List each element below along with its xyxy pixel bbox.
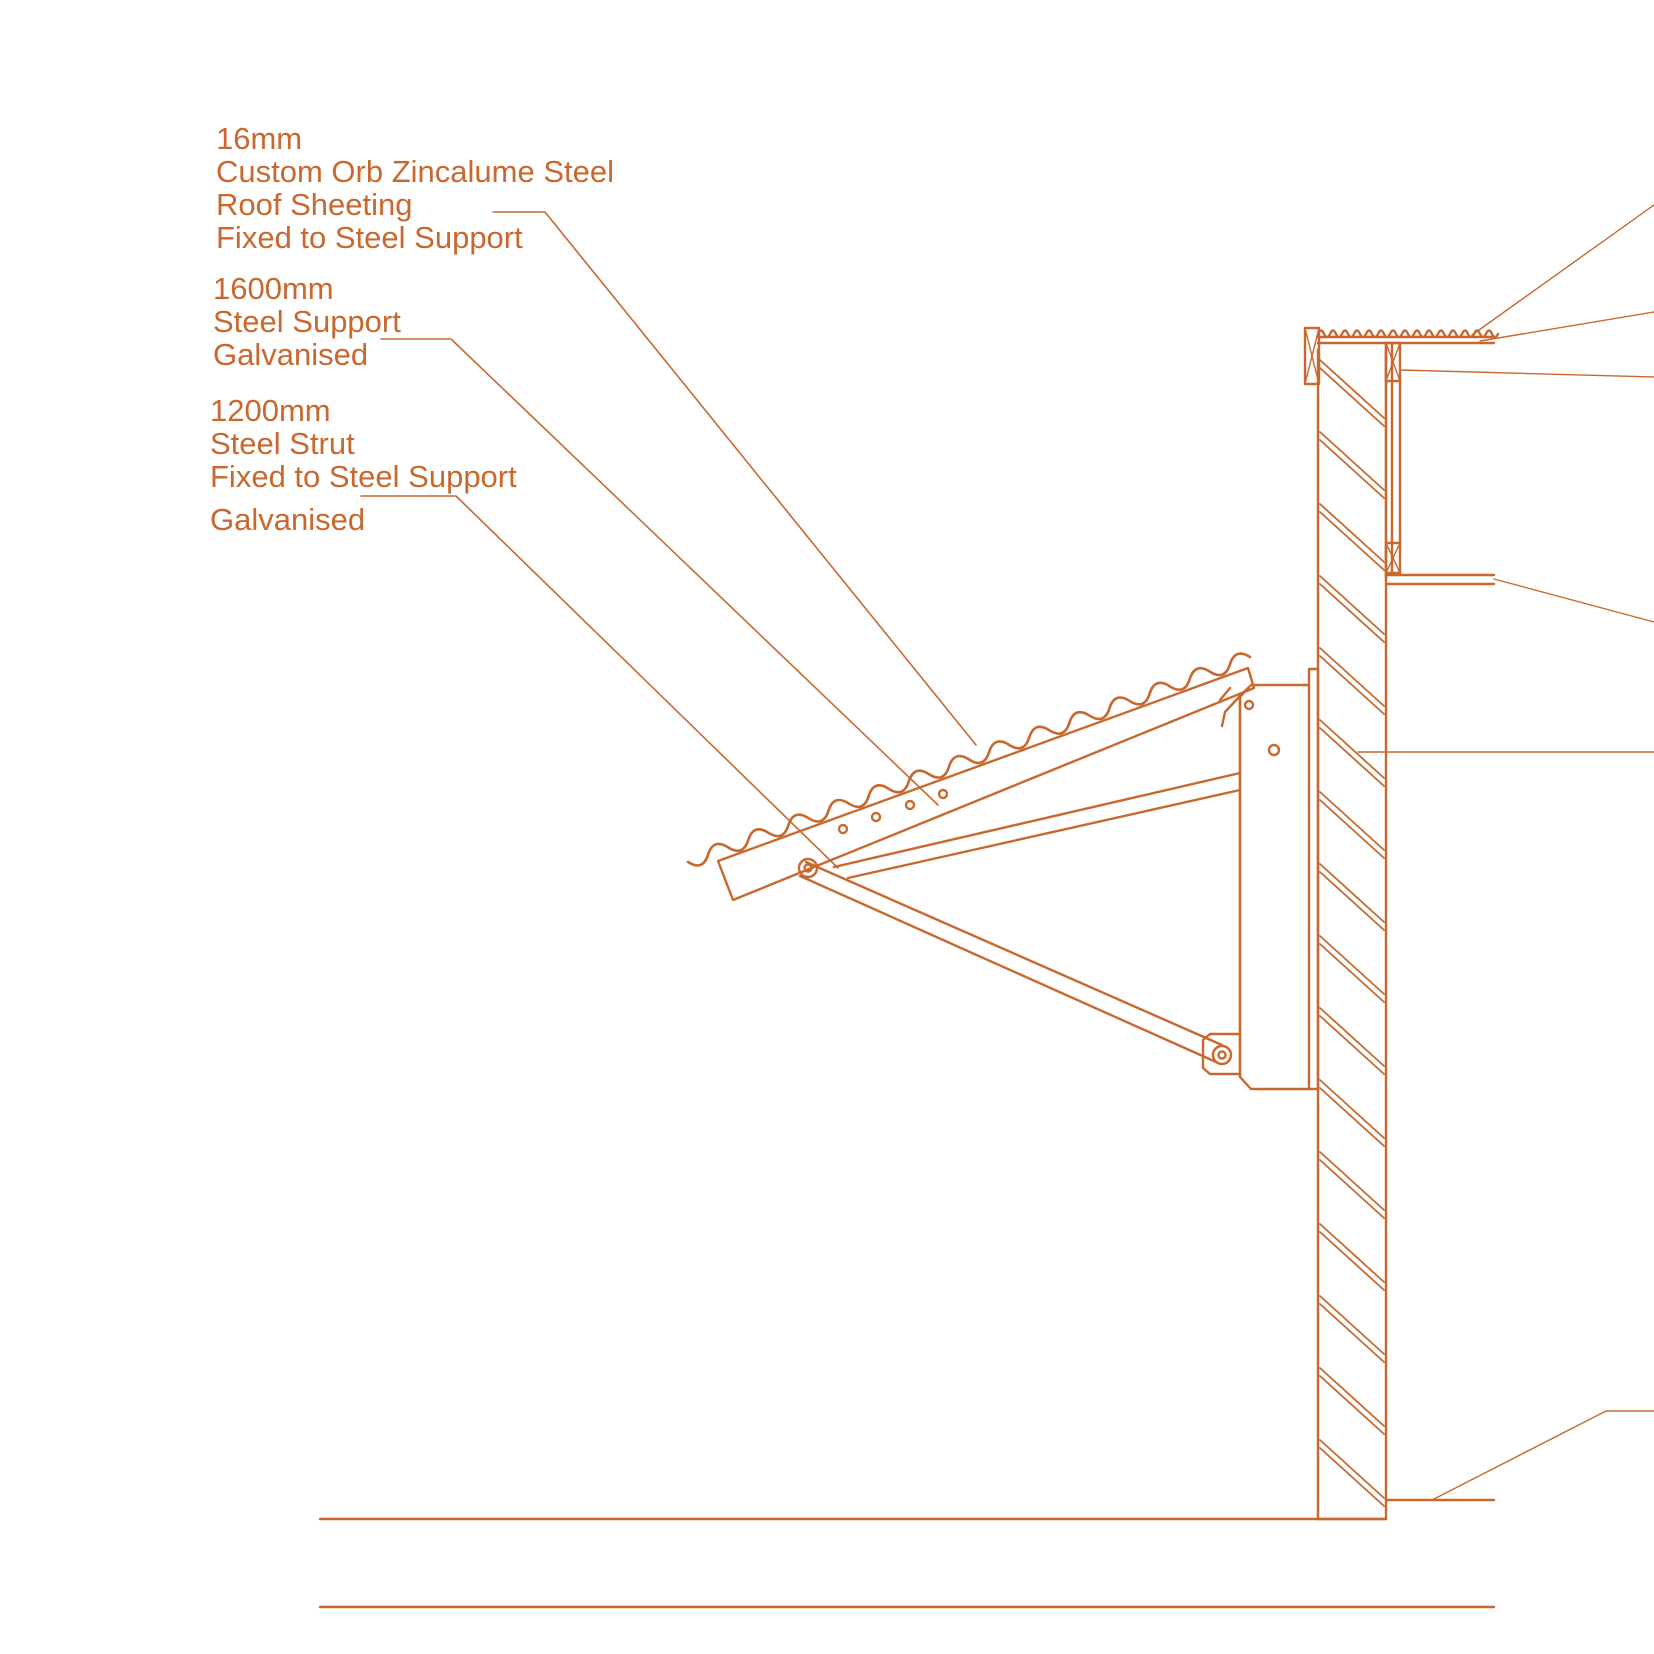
wall-coping <box>1305 328 1498 384</box>
label-steel-strut: 1200mm Steel Strut Fixed to Steel Suppor… <box>210 394 517 536</box>
label-line: 16mm <box>216 121 303 156</box>
label-line: Fixed to Steel Support <box>210 459 517 494</box>
label-line: 1600mm <box>213 271 334 306</box>
label-line: Roof Sheeting <box>216 187 413 222</box>
label-line: Custom Orb Zincalume Steel <box>216 154 614 189</box>
label-line: 1200mm <box>210 393 331 428</box>
steel-strut <box>799 859 1222 1062</box>
wall-hatching <box>1320 360 1384 1506</box>
steel-support-beam <box>718 668 1254 900</box>
label-line: Galvanised <box>210 502 366 537</box>
roof-sheeting-corrugation <box>688 654 1250 866</box>
wall-bracket <box>1203 669 1318 1089</box>
label-line: Fixed to Steel Support <box>216 220 523 255</box>
interior-frame <box>1386 343 1494 1500</box>
right-leader-lines <box>1358 205 1654 1500</box>
left-leader-lines <box>361 212 976 868</box>
label-line: Steel Strut <box>210 426 355 461</box>
wall-top-sheeting <box>1318 331 1498 338</box>
label-line: Galvanised <box>213 337 369 372</box>
label-line: Steel Support <box>213 304 401 339</box>
label-steel-support: 1600mm Steel Support Galvanised <box>213 272 401 371</box>
wall-section <box>1318 350 1386 1519</box>
label-roof-sheeting: 16mm Custom Orb Zincalume Steel Roof She… <box>216 122 614 254</box>
upper-brace <box>834 773 1240 878</box>
